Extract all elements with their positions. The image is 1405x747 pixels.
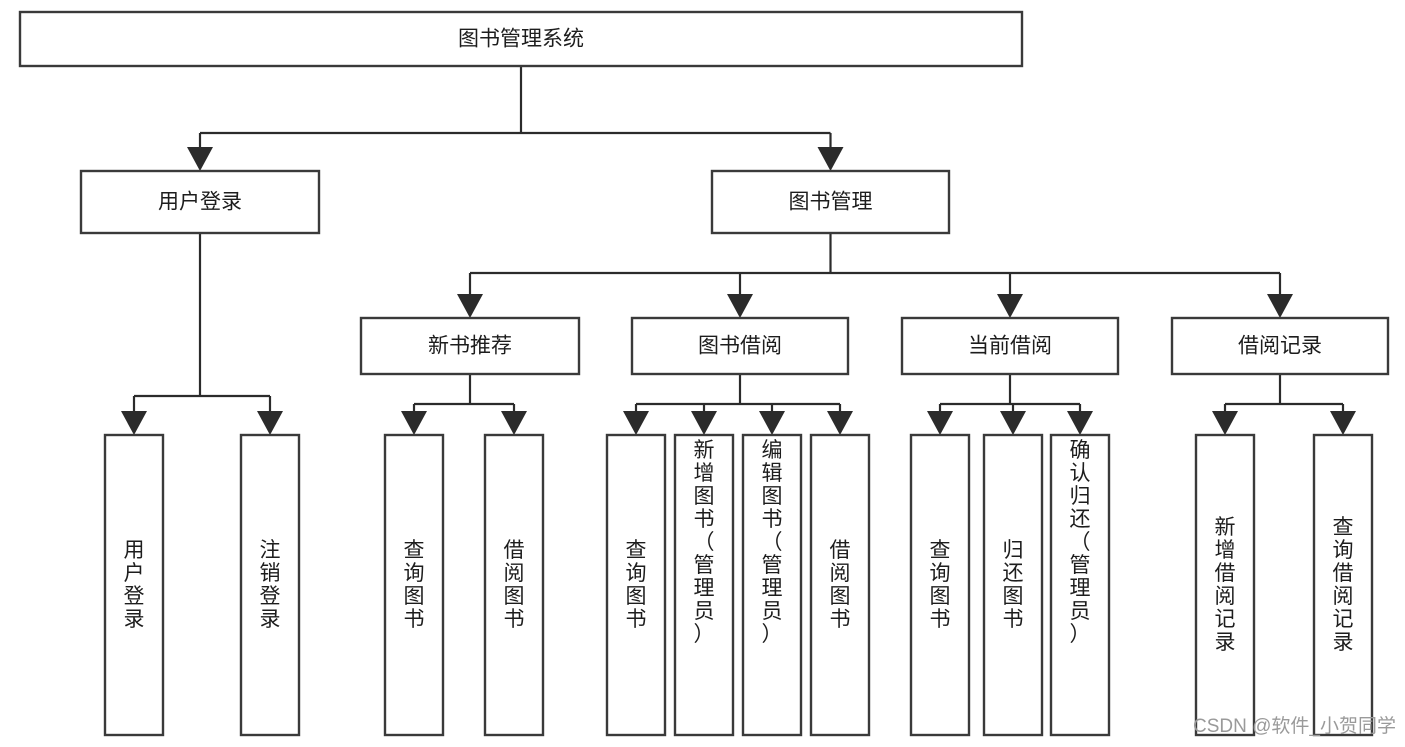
- node-current-borrow[interactable]: 当前借阅: [900, 316, 1120, 376]
- node-label: 用户登录: [158, 191, 242, 214]
- node-label: 用户登录: [124, 539, 145, 631]
- node-label: 确认归还（管理员）: [1070, 439, 1091, 646]
- node-layer: 图书管理系统用户登录图书管理新书推荐图书借阅当前借阅借阅记录用户登录注销登录查询…: [18, 10, 1390, 737]
- connector-arrowhead: [187, 147, 213, 171]
- node-label: 注销登录: [260, 539, 281, 631]
- node-box[interactable]: [18, 10, 1024, 68]
- node-label: 归还图书: [1003, 539, 1024, 631]
- node-label: 借阅记录: [1238, 335, 1322, 358]
- connector-arrowhead: [1330, 411, 1356, 435]
- node-user-login[interactable]: 用户登录: [79, 169, 321, 235]
- node-label: 编辑图书（管理员）: [762, 439, 783, 646]
- connector-arrowhead: [817, 147, 844, 171]
- node-leaf-logout[interactable]: 注销登录: [239, 433, 301, 737]
- connector-arrowhead: [727, 294, 753, 318]
- connector-arrowhead: [1267, 294, 1293, 318]
- connector-arrowhead: [501, 411, 527, 435]
- node-new-book-rec[interactable]: 新书推荐: [359, 316, 581, 376]
- node-leaf-query-book-b[interactable]: 查询图书: [605, 433, 667, 737]
- node-box[interactable]: [741, 433, 803, 737]
- connector-arrowhead: [457, 294, 483, 318]
- connector-e-userlogin-children: [121, 233, 283, 435]
- node-box[interactable]: [79, 169, 321, 235]
- node-leaf-add-book[interactable]: 新增图书（管理员）: [673, 433, 735, 737]
- node-leaf-query-book-c[interactable]: 查询图书: [909, 433, 971, 737]
- node-root[interactable]: 图书管理系统: [18, 10, 1024, 68]
- node-leaf-add-record[interactable]: 新增借阅记录: [1194, 433, 1256, 737]
- node-box[interactable]: [383, 433, 445, 737]
- node-label: 当前借阅: [968, 335, 1052, 358]
- node-label: 新增图书（管理员）: [694, 439, 715, 646]
- node-label: 查询图书: [404, 539, 425, 631]
- node-box[interactable]: [809, 433, 871, 737]
- node-box[interactable]: [900, 316, 1120, 376]
- node-leaf-query-book-rec[interactable]: 查询图书: [383, 433, 445, 737]
- node-leaf-confirm-return[interactable]: 确认归还（管理员）: [1049, 433, 1111, 737]
- node-label: 借阅图书: [504, 539, 525, 631]
- node-box[interactable]: [1049, 433, 1111, 737]
- node-label: 新书推荐: [428, 335, 512, 358]
- connector-arrowhead: [827, 411, 853, 435]
- node-box[interactable]: [1170, 316, 1390, 376]
- connector-arrowhead: [997, 294, 1023, 318]
- node-box[interactable]: [359, 316, 581, 376]
- node-label: 新增借阅记录: [1215, 516, 1236, 654]
- node-leaf-borrow-book-b[interactable]: 借阅图书: [809, 433, 871, 737]
- connector-arrowhead: [121, 411, 147, 435]
- node-borrow-record[interactable]: 借阅记录: [1170, 316, 1390, 376]
- node-box[interactable]: [630, 316, 850, 376]
- connector-e-borrowrecord-children: [1212, 374, 1356, 435]
- node-book-borrow[interactable]: 图书借阅: [630, 316, 850, 376]
- node-label: 借阅图书: [830, 539, 851, 631]
- node-box[interactable]: [1312, 433, 1374, 737]
- connector-arrowhead: [623, 411, 649, 435]
- connector-arrowhead: [927, 411, 953, 435]
- connector-e-bookborrow-children: [623, 374, 853, 435]
- node-box[interactable]: [909, 433, 971, 737]
- node-label: 图书管理系统: [458, 28, 584, 51]
- node-label: 查询借阅记录: [1333, 516, 1354, 654]
- node-box[interactable]: [673, 433, 735, 737]
- connector-arrowhead: [1212, 411, 1238, 435]
- node-box[interactable]: [1194, 433, 1256, 737]
- node-leaf-query-record[interactable]: 查询借阅记录: [1312, 433, 1374, 737]
- connector-arrowhead: [691, 411, 717, 435]
- node-leaf-user-login[interactable]: 用户登录: [103, 433, 165, 737]
- node-box[interactable]: [103, 433, 165, 737]
- node-box[interactable]: [239, 433, 301, 737]
- connector-e-newbookrec-children: [401, 374, 527, 435]
- node-label: 查询图书: [626, 539, 647, 631]
- node-box[interactable]: [710, 169, 951, 235]
- node-box[interactable]: [483, 433, 545, 737]
- connector-arrowhead: [1067, 411, 1093, 435]
- connector-arrowhead: [759, 411, 785, 435]
- node-box[interactable]: [605, 433, 667, 737]
- connector-arrowhead: [401, 411, 427, 435]
- node-label: 图书借阅: [698, 335, 782, 358]
- node-leaf-return-book[interactable]: 归还图书: [982, 433, 1044, 737]
- node-label: 图书管理: [789, 191, 873, 214]
- node-book-manage[interactable]: 图书管理: [710, 169, 951, 235]
- node-label: 查询图书: [930, 539, 951, 631]
- connector-e-bookmanage-children: [457, 233, 1293, 318]
- node-box[interactable]: [982, 433, 1044, 737]
- connector-e-root-children: [187, 66, 844, 171]
- node-leaf-edit-book[interactable]: 编辑图书（管理员）: [741, 433, 803, 737]
- connector-layer: [121, 66, 1356, 435]
- node-leaf-borrow-book-rec[interactable]: 借阅图书: [483, 433, 545, 737]
- connector-arrowhead: [1000, 411, 1026, 435]
- connector-e-currentborrow-children: [927, 374, 1093, 435]
- connector-arrowhead: [257, 411, 283, 435]
- csdn-watermark: CSDN @软件_小贺同学: [1193, 715, 1396, 737]
